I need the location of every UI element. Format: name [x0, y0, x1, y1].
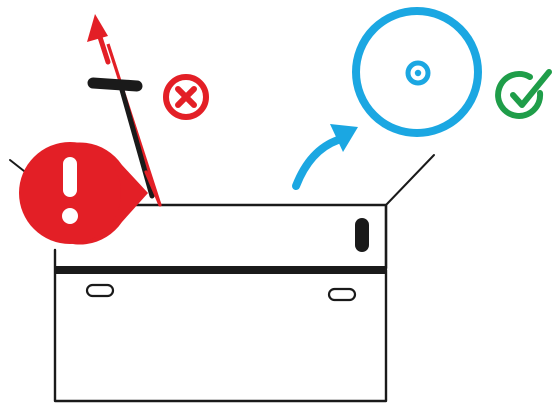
arrow-pull-shaft	[99, 34, 108, 62]
x-circle-icon	[166, 77, 206, 117]
box-top-panel	[118, 205, 386, 268]
box-flap-right	[386, 155, 434, 205]
arrow-pull-up	[87, 14, 108, 62]
arrow-lift-out	[296, 124, 358, 186]
warning-mark-dot	[62, 208, 78, 224]
box-hole-left	[87, 285, 113, 296]
exclamation-icon	[19, 142, 148, 245]
arrow-pull-head	[87, 14, 108, 42]
tool-grip	[93, 83, 137, 86]
arrow-lift-curve	[296, 140, 338, 186]
box-slot-handle	[355, 218, 369, 252]
disc-icon	[356, 11, 478, 133]
box-divider-band	[55, 266, 386, 274]
check-circle-icon	[498, 72, 549, 116]
disc-hole	[415, 70, 421, 76]
warning-mark-bar	[63, 157, 77, 197]
box-hole-right	[329, 289, 355, 300]
